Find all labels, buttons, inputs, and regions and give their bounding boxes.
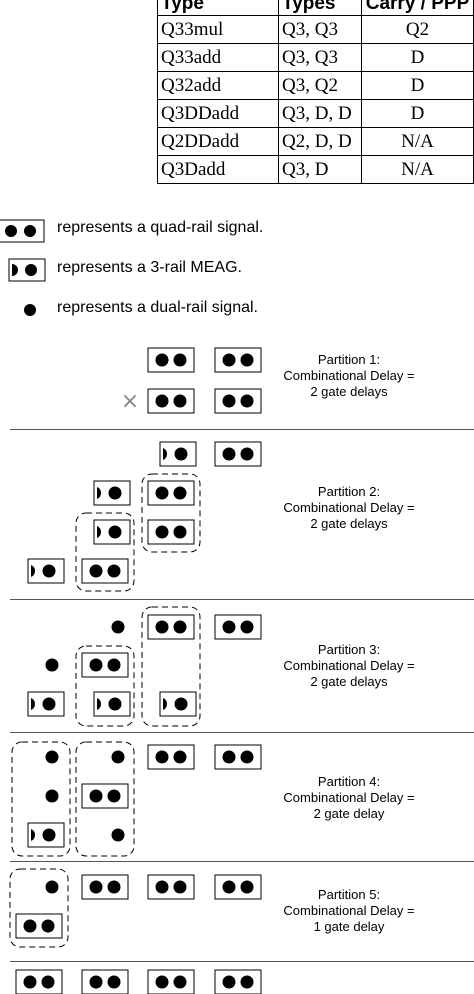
partition-2-caption: Partition 2: Combinational Delay = 2 gat… [269,484,429,532]
partition-divider [10,961,474,962]
group-outline [75,512,135,592]
table-cell: Q3, D, D [278,99,362,128]
table-cell: D [361,71,474,100]
table-header: Carry / PPP [361,0,474,16]
partition-divider [10,599,474,600]
table-row: Q3Dadd Q3, D N/A [157,155,474,184]
caption-line: Combinational Delay = [283,500,415,515]
table-cell: Q2 [361,15,474,44]
partition-5-dots [9,868,262,948]
table-cell: Q33add [157,43,279,72]
caption-line: Combinational Delay = [283,903,415,918]
table-cell: Q3, Q3 [278,15,362,44]
caption-line: Partition 2: [317,484,381,499]
partition-divider [10,732,474,733]
table-cell: Q2DDadd [157,127,279,156]
caption-line: Combinational Delay = [283,658,415,673]
table-cell: Q32add [157,71,279,100]
dual-rail-icon [24,304,36,316]
caption-line: 2 gate delays [310,516,388,531]
partition-1-caption: Partition 1: Combinational Delay = 2 gat… [269,352,429,400]
multiply-symbol: × [121,389,139,414]
partition-divider [10,861,474,862]
partition-4-dots [11,741,262,857]
table-cell: Q3Dadd [157,155,279,184]
table-row: Q3DDadd Q3, D, D D [157,99,474,128]
partition-3-dots [27,606,262,727]
partition-1-dots: × [121,347,262,414]
table-cell: D [361,99,474,128]
caption-line: 2 gate delays [310,384,388,399]
table-cell: Q3DDadd [157,99,279,128]
table-row: Q32add Q3, Q2 D [157,71,474,100]
legend-quad-label: represents a quad-rail signal. [57,219,264,236]
table-header: Types [278,0,362,16]
table-cell: D [361,43,474,72]
table-row: Q33mul Q3, Q3 Q2 [157,15,474,44]
caption-line: Partition 5: [317,887,381,902]
legend-symbols [0,219,46,316]
table-cell: Q33mul [157,15,279,44]
partition-diagram: × [9,347,262,994]
group-outline [9,868,69,948]
table-cell: N/A [361,127,474,156]
partition-5-caption: Partition 5: Combinational Delay = 1 gat… [269,887,429,935]
legend-meag-label: represents a 3-rail MEAG. [57,259,242,276]
partition-3-caption: Partition 3: Combinational Delay = 2 gat… [269,642,429,690]
caption-line: Partition 1: [317,352,381,367]
table-cell: Q2, D, D [278,127,362,156]
caption-line: 2 gate delays [310,674,388,689]
group-outline [11,741,71,857]
table-cell: Q3, Q2 [278,71,362,100]
group-outline [141,606,201,727]
final-row-dots [15,969,262,994]
table-row: Q33add Q3, Q3 D [157,43,474,72]
signal-type-table: Type Types Carry / PPP Q33mul Q3, Q3 Q2 … [157,0,474,184]
partition-2-dots [27,441,262,592]
group-outline [141,473,201,553]
group-outline [75,741,135,857]
table-cell: Q3, D [278,155,362,184]
caption-line: 2 gate delay [313,806,385,821]
partition-4-caption: Partition 4: Combinational Delay = 2 gat… [269,774,429,822]
table-row: Q2DDadd Q2, D, D N/A [157,127,474,156]
partition-divider [10,429,474,430]
caption-line: 1 gate delay [313,919,385,934]
caption-line: Partition 3: [317,642,381,657]
meag-icon [8,258,46,282]
table-cell: N/A [361,155,474,184]
caption-line: Partition 4: [317,774,381,789]
legend-dual-label: represents a dual-rail signal. [57,299,258,316]
table-cell: Q3, Q3 [278,43,362,72]
caption-line: Combinational Delay = [283,790,415,805]
table-header: Type [157,0,279,16]
caption-line: Combinational Delay = [283,368,415,383]
table-header-row: Type Types Carry / PPP [157,0,474,16]
group-outline [75,645,135,727]
quad-rail-icon [0,219,45,243]
